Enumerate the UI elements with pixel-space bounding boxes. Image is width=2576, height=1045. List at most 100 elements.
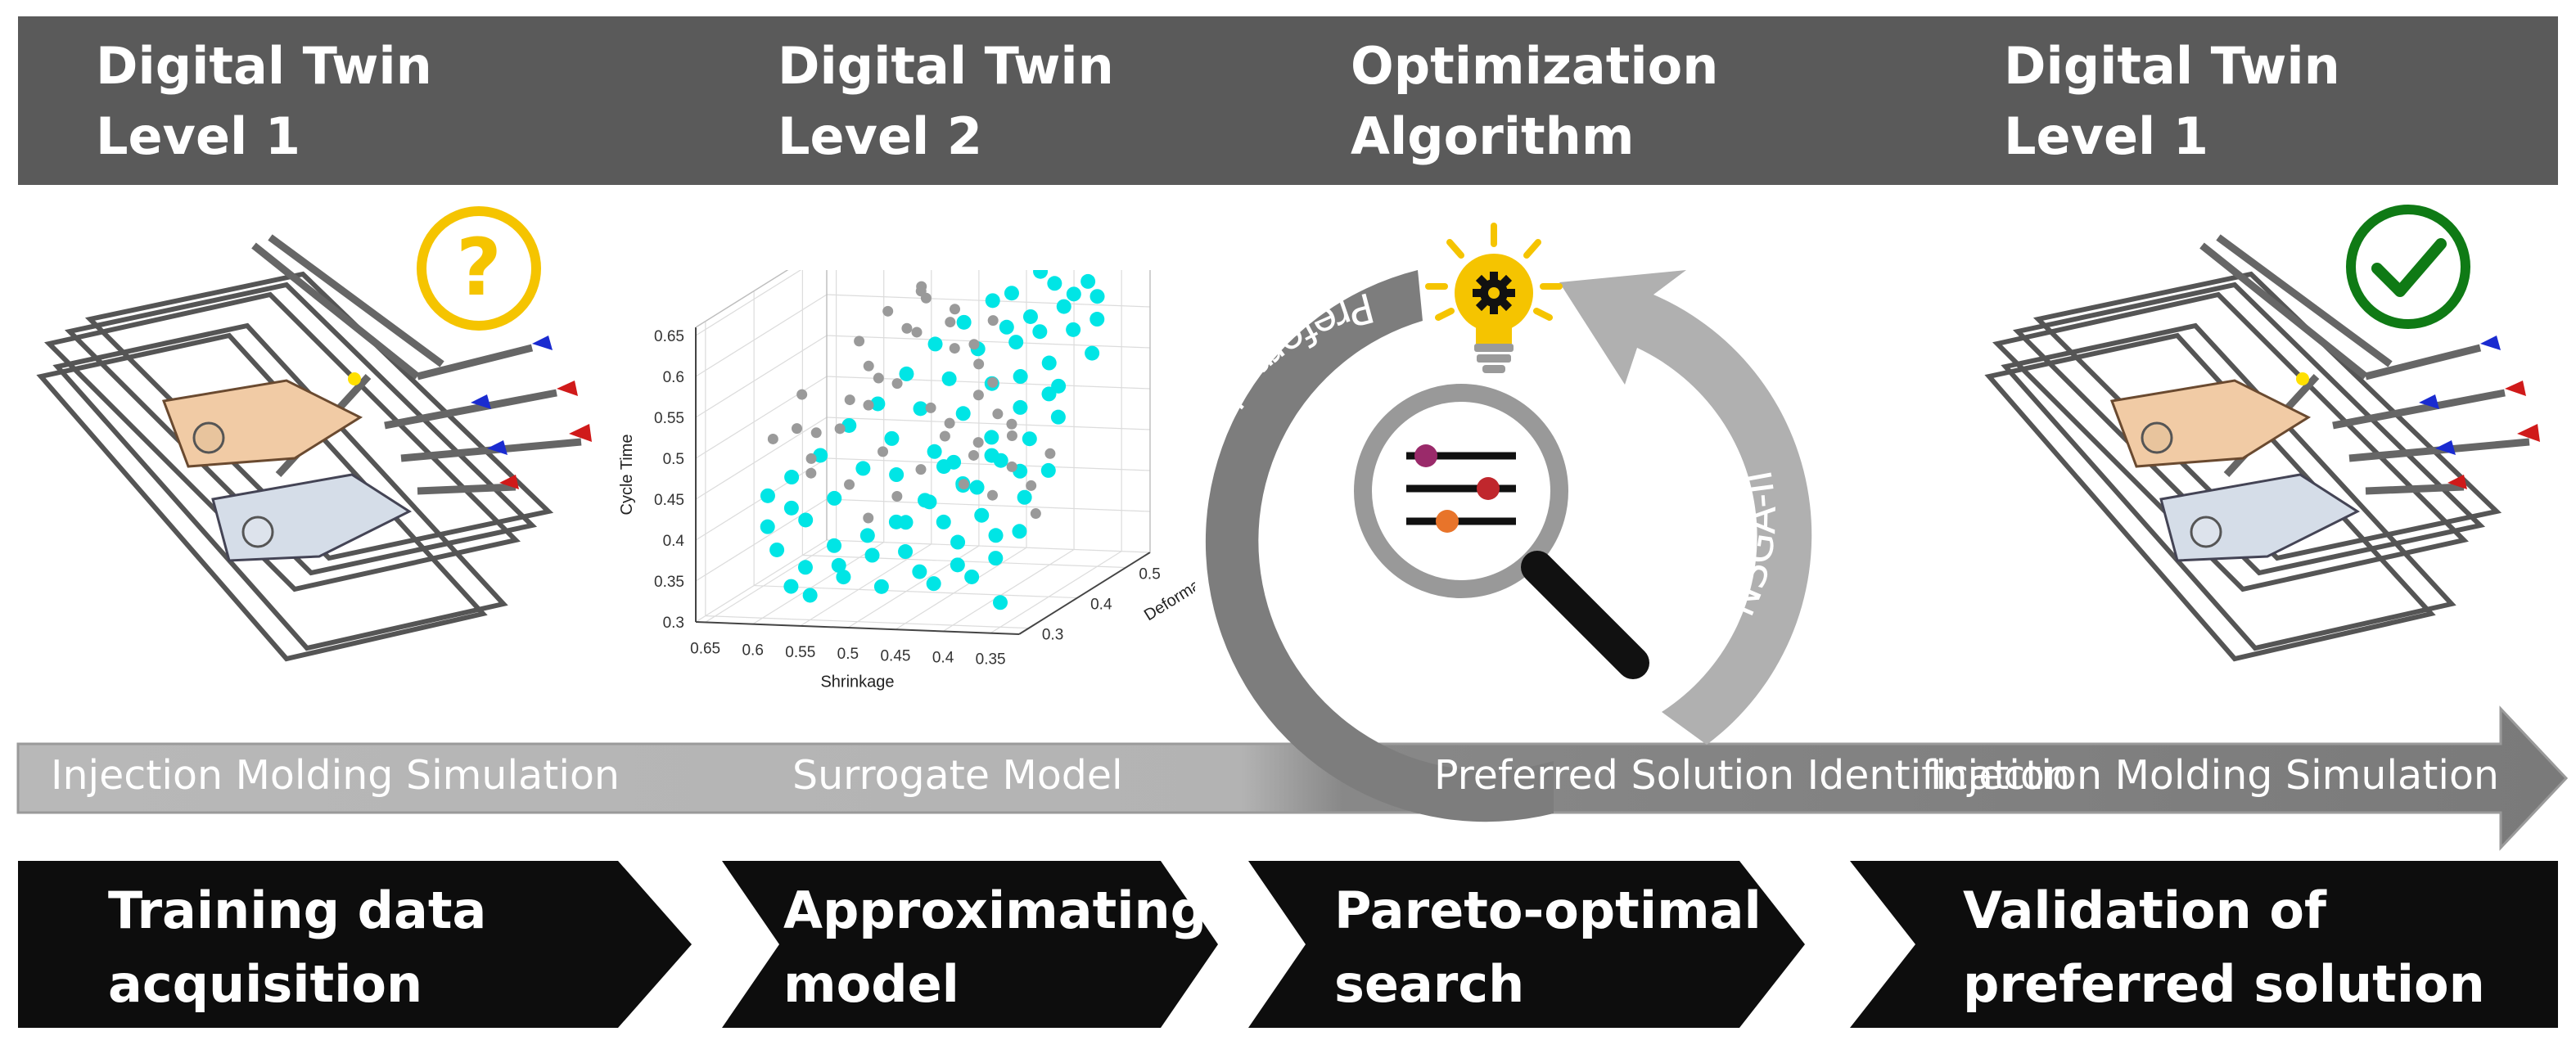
grid-line: [895, 547, 1027, 630]
pareto-point: [1050, 409, 1066, 425]
grid-line: [695, 335, 828, 418]
candidate-point: [796, 389, 808, 400]
candidate-point: [767, 433, 778, 444]
grid-line: [802, 554, 1126, 569]
pareto-point: [873, 579, 889, 594]
candidate-point: [882, 305, 894, 317]
z-tick-label: 0.5: [663, 451, 684, 468]
pareto-point: [1089, 289, 1105, 304]
pareto-point: [955, 406, 971, 421]
candidate-point: [863, 512, 874, 524]
step-label-3: Pareto-optimal search: [1334, 881, 1762, 1014]
pareto-point: [783, 500, 799, 516]
pareto-point: [813, 448, 828, 463]
candidate-point: [792, 423, 803, 435]
pareto-point: [988, 528, 1004, 543]
mold-illustration-right: [1984, 234, 2540, 662]
flow-label-3: Preferred Solution Identification: [1434, 752, 2070, 799]
pareto-point: [1047, 276, 1062, 291]
pareto-point: [1080, 273, 1096, 289]
grid-line: [752, 542, 885, 625]
y-tick-label: 0.4: [1090, 597, 1112, 614]
pareto-point: [798, 512, 814, 528]
grid-line: [990, 551, 1122, 634]
mold-illustration-left: [36, 234, 592, 662]
grid-line: [800, 543, 932, 627]
pareto-point: [1041, 386, 1057, 402]
magnifier-sliders-icon: [1354, 384, 1649, 679]
candidate-point: [958, 479, 969, 490]
pareto-point: [1004, 286, 1019, 301]
candidate-point: [972, 390, 984, 401]
pareto-point: [1032, 324, 1048, 340]
pareto-point: [898, 544, 914, 560]
pareto-point: [950, 557, 965, 573]
candidate-point: [949, 304, 960, 315]
candidate-point: [973, 358, 985, 370]
pareto-point: [1056, 299, 1071, 314]
candidate-point: [1006, 418, 1017, 430]
pareto-point: [870, 396, 886, 412]
pareto-point: [884, 430, 900, 446]
pareto-point: [927, 336, 943, 352]
box-edge: [695, 245, 828, 328]
flow-label-2: Surrogate Model: [792, 752, 1123, 799]
candidate-point: [968, 449, 979, 461]
pareto-point: [999, 319, 1014, 335]
check-mark-icon: [2346, 205, 2470, 329]
grid-line: [705, 539, 837, 623]
candidate-point: [863, 360, 874, 372]
pareto-point: [1022, 309, 1038, 324]
pareto-point: [936, 459, 951, 475]
candidate-point: [925, 402, 936, 413]
candidate-point: [1026, 480, 1037, 491]
stage-title-4: Digital Twin Level 1: [2004, 36, 2340, 166]
pareto-point: [784, 470, 800, 485]
grid-line: [695, 253, 828, 336]
axis-line-x: [695, 621, 1020, 635]
pareto-point: [1012, 524, 1027, 539]
cycle-arrow-left: [1205, 270, 1554, 822]
pareto-point: [831, 557, 846, 573]
x-tick-label: 0.45: [880, 647, 910, 664]
x-tick-label: 0.5: [837, 646, 859, 663]
pareto-point: [802, 588, 818, 603]
pareto-point: [941, 371, 957, 386]
pareto-point: [956, 314, 972, 330]
x-tick-label: 0.55: [785, 644, 815, 661]
pareto-point: [1008, 335, 1024, 350]
y-tick-label: 0.3: [1042, 627, 1063, 644]
pareto-point: [899, 366, 914, 381]
pareto-point: [913, 401, 928, 417]
pareto-point: [836, 570, 851, 585]
pareto-point: [1066, 322, 1081, 337]
pareto-point: [855, 461, 871, 476]
pareto-point: [797, 560, 813, 575]
candidate-point: [863, 399, 874, 411]
z-tick-label: 0.4: [663, 533, 685, 550]
pareto-point: [927, 444, 942, 459]
z-axis-label: Cycle Time: [618, 435, 636, 516]
pareto-point: [993, 453, 1008, 468]
grid-line: [942, 548, 1075, 632]
pareto-point: [985, 293, 1000, 309]
candidate-point: [844, 479, 855, 490]
pareto-point: [992, 595, 1008, 610]
pareto-point: [1013, 369, 1028, 385]
pareto-point: [864, 547, 880, 563]
candidate-point: [986, 489, 998, 501]
svg-text:?: ?: [456, 222, 502, 313]
x-tick-label: 0.35: [976, 651, 1006, 669]
candidate-point: [911, 327, 923, 338]
pareto-point: [988, 551, 1004, 566]
x-tick-label: 0.4: [932, 649, 954, 666]
candidate-point: [805, 453, 817, 464]
candidate-point: [949, 343, 960, 354]
candidate-point: [939, 430, 950, 442]
pareto-point: [1066, 286, 1081, 302]
grid-line: [826, 498, 1151, 512]
pareto-point: [926, 576, 941, 592]
lightbulb-gear-icon: [1425, 223, 1563, 373]
grid-line: [695, 376, 828, 459]
